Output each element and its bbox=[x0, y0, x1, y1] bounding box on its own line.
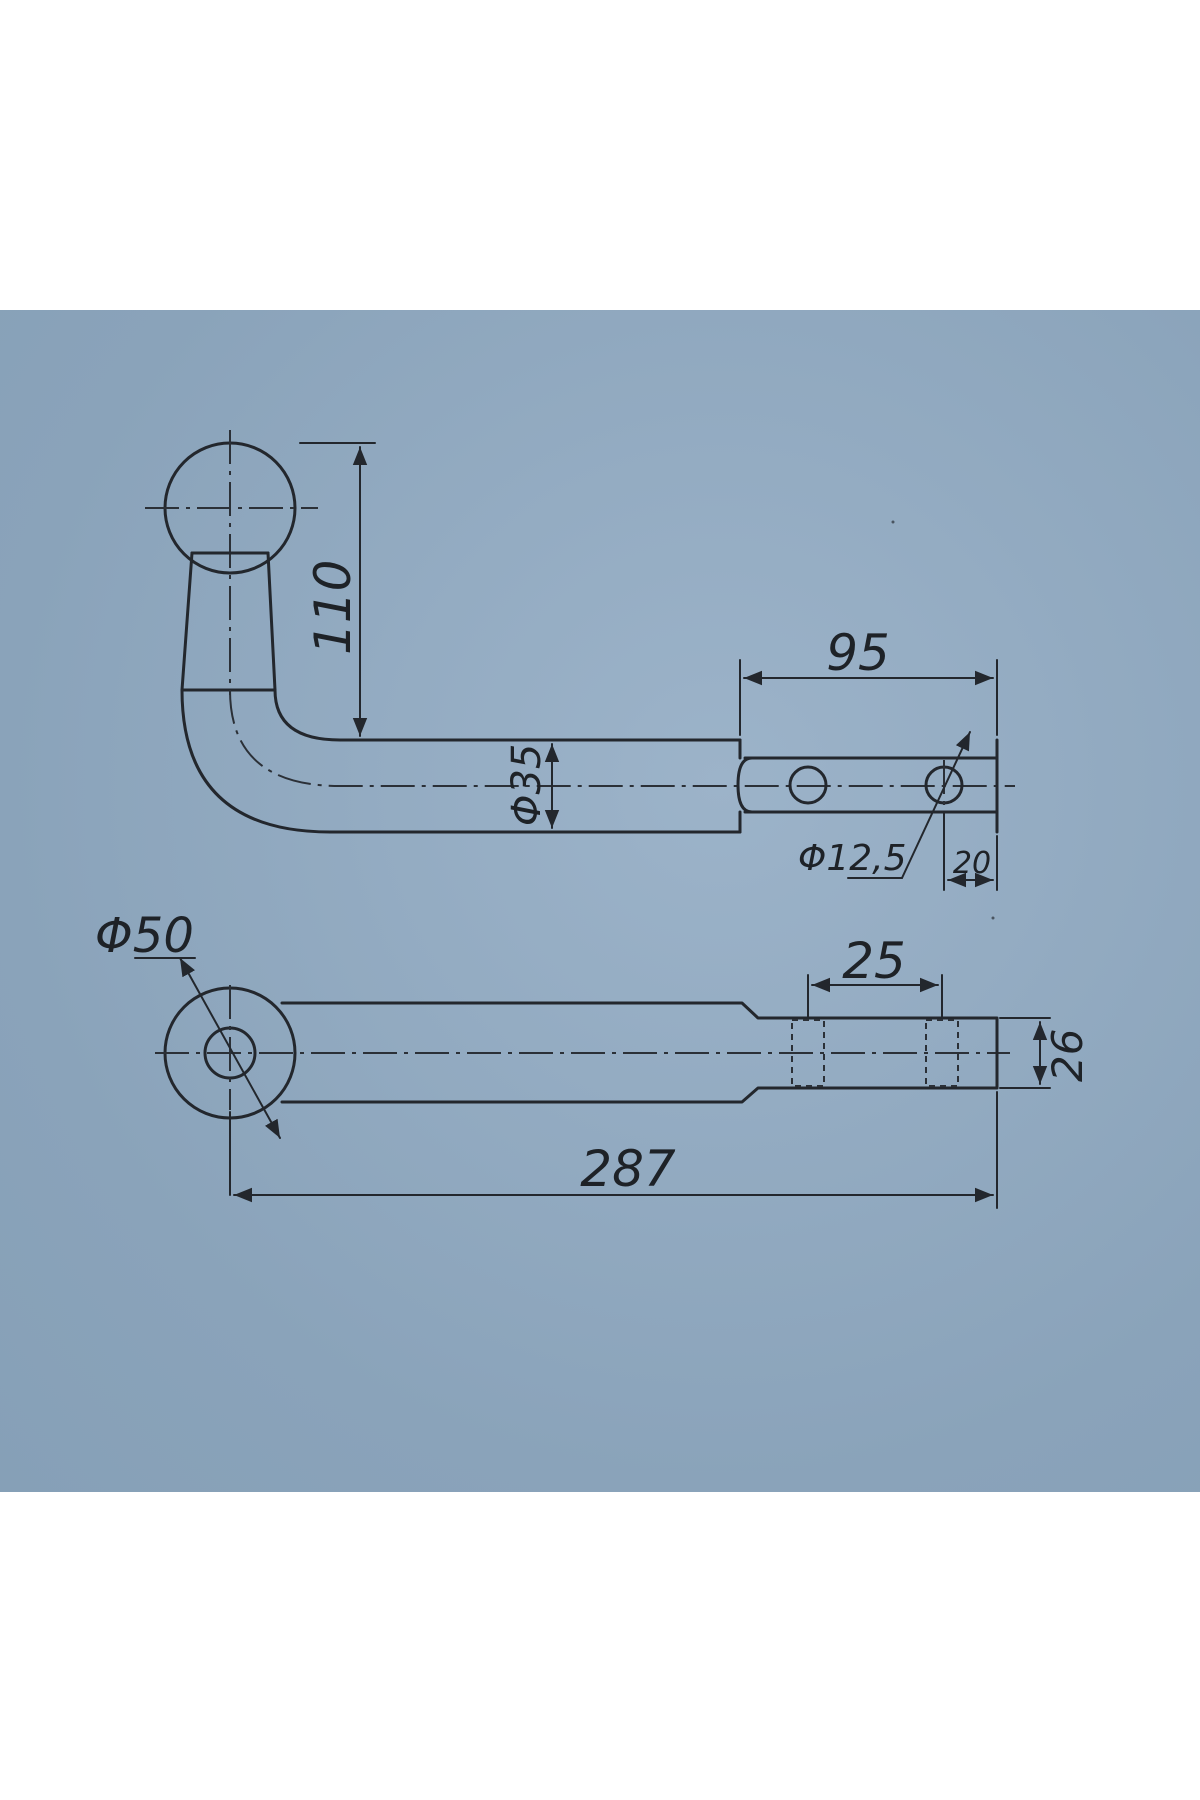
dim-95-label: 95 bbox=[826, 624, 890, 682]
dim-phi50-label: Φ50 bbox=[95, 908, 194, 964]
bar-outer-edge bbox=[180, 688, 742, 834]
dim-26-label: 26 bbox=[1043, 1029, 1092, 1082]
dim-phi12-label: Φ12,5 bbox=[798, 838, 907, 879]
tow-bar-side-view: Φ50 25 26 287 bbox=[95, 908, 1092, 1209]
dim-25-label: 25 bbox=[842, 932, 906, 990]
paper-speck bbox=[991, 916, 995, 920]
dim-phi35-label: Φ35 bbox=[504, 744, 550, 826]
ball-neck bbox=[180, 551, 277, 692]
mounting-hole-1 bbox=[788, 765, 828, 805]
side-bar-body bbox=[280, 1001, 999, 1104]
hidden-hole-2 bbox=[925, 1019, 959, 1087]
dim-110-label: 110 bbox=[304, 560, 362, 655]
dim-phi50-leader bbox=[179, 957, 281, 1139]
tow-bar-profile-view: 110 95 Φ35 Φ12,5 20 bbox=[145, 430, 1015, 891]
dim-20-label: 20 bbox=[953, 846, 991, 881]
bar-center-line bbox=[229, 689, 1015, 787]
mounting-plate-edges bbox=[743, 756, 999, 814]
paper-speck bbox=[891, 520, 895, 524]
dim-287-label: 287 bbox=[580, 1140, 676, 1198]
dim-phi12-leader bbox=[901, 731, 971, 879]
hidden-hole-1 bbox=[791, 1019, 825, 1087]
bar-inner-edge bbox=[273, 688, 742, 742]
